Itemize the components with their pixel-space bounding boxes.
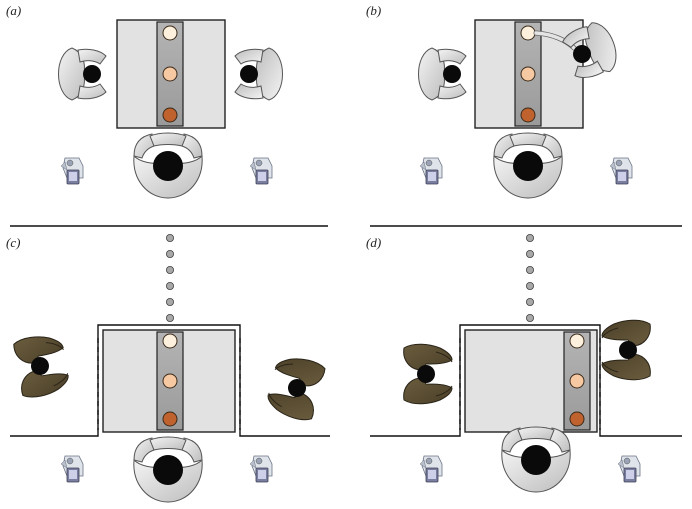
panel-c-label: (c) — [6, 235, 21, 250]
ball-2 — [569, 373, 585, 389]
robot-end-d — [501, 426, 571, 493]
camera-right-b — [609, 157, 633, 185]
robot-end-a — [133, 132, 203, 199]
robot-end-c — [133, 436, 203, 503]
human-right-d — [601, 319, 651, 381]
ball-2 — [162, 66, 178, 82]
trajectory-dot — [526, 313, 535, 322]
ball-3 — [162, 411, 178, 427]
camera-right-d — [617, 455, 641, 483]
robot-right-a — [234, 47, 283, 101]
human-left-c — [12, 331, 72, 400]
room-wall-d — [370, 324, 682, 437]
panel-d-label: (d) — [366, 235, 382, 250]
ball-1 — [569, 333, 585, 349]
robot-end-b — [493, 132, 563, 199]
camera-left-c — [60, 455, 84, 483]
camera-left-d — [419, 455, 443, 483]
ball-3 — [569, 411, 585, 427]
camera-left-b — [419, 157, 443, 185]
robot-left-a — [58, 47, 107, 101]
trajectory-dot — [165, 265, 174, 274]
camera-right-c — [249, 455, 273, 483]
trajectory-dot — [165, 249, 174, 258]
trajectory-dot — [165, 297, 174, 306]
ball-3 — [162, 107, 178, 123]
ball-2 — [162, 373, 178, 389]
trajectory-dot — [526, 265, 535, 274]
room-wall-c — [10, 324, 330, 437]
trajectory-dot — [165, 313, 174, 322]
ball-3 — [520, 107, 536, 123]
trajectory-dot — [526, 233, 535, 242]
trajectory-dot — [165, 281, 174, 290]
ball-1 — [162, 25, 178, 41]
ball-2 — [520, 66, 536, 82]
panel-b-label: (b) — [366, 3, 382, 18]
ball-1 — [520, 25, 536, 41]
robot-left-b — [418, 47, 467, 101]
camera-left-a — [60, 157, 84, 185]
camera-right-a — [249, 157, 273, 185]
trajectory-dot — [526, 249, 535, 258]
ball-1 — [162, 333, 178, 349]
trajectory-dot — [526, 281, 535, 290]
panel-a-label: (a) — [6, 3, 22, 18]
human-right-c — [263, 351, 327, 424]
human-left-d — [403, 343, 453, 405]
trajectory-dot — [526, 297, 535, 306]
trajectory-dot — [165, 233, 174, 242]
